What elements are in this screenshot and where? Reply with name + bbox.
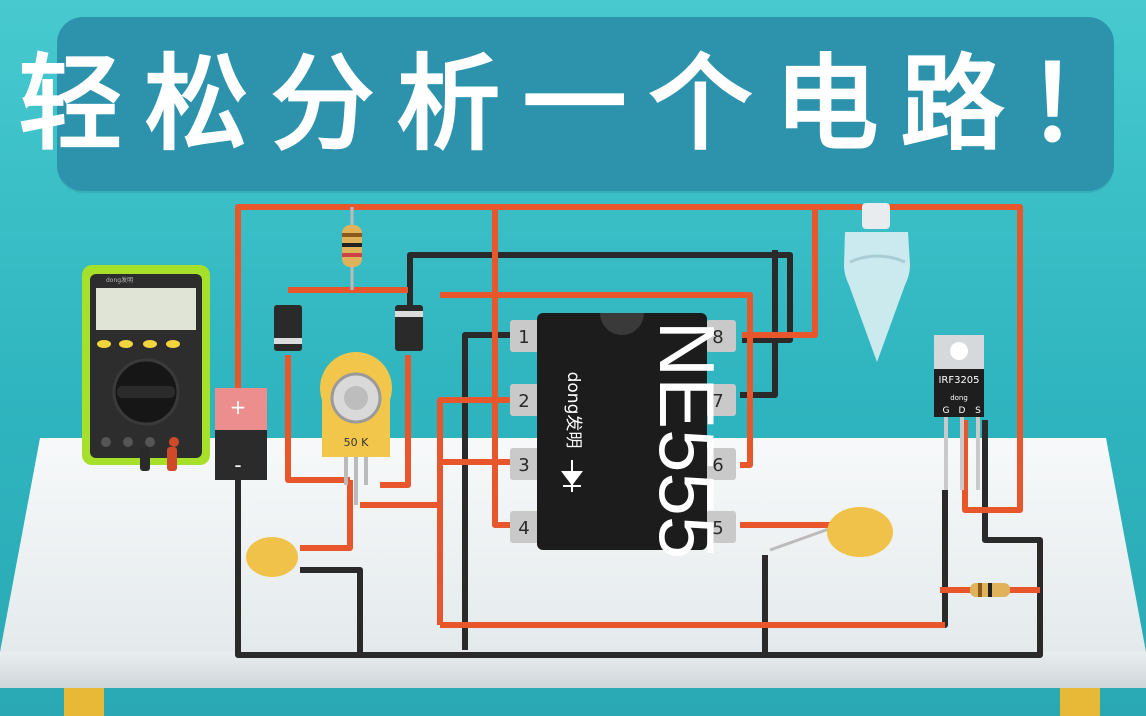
pin3-red-wire — [437, 459, 520, 625]
diode-left — [274, 305, 302, 351]
pin8-red-wire — [742, 207, 818, 338]
cap1-ground-wire — [300, 567, 363, 655]
gate-black-wire — [940, 490, 948, 628]
pin-1-label: 1 — [518, 327, 529, 348]
mosfet-pin-s: S — [975, 406, 981, 416]
mosfet-pin-d: D — [959, 406, 966, 416]
positive-rail-wire — [235, 204, 1023, 513]
mosfet: IRF3205 dong G D S — [934, 335, 984, 490]
table-leg-right — [1060, 688, 1100, 716]
pin-8-label: 8 — [712, 327, 723, 348]
resistor-top — [342, 207, 362, 290]
table-leg-left — [64, 688, 104, 716]
diode-right-wire — [380, 355, 411, 488]
multimeter-brand: dong发明 — [106, 276, 133, 284]
ground-rail-wire — [235, 420, 1043, 658]
title-banner: 轻松分析一个电路！ — [19, 17, 1131, 191]
diode-right — [395, 305, 423, 351]
pot-cap-wire — [300, 480, 353, 551]
pin1-black-wire — [462, 332, 520, 400]
pin-4-label: 4 — [518, 518, 529, 539]
battery-minus: - — [234, 453, 241, 477]
pin-6-label: 6 — [712, 455, 723, 476]
multimeter: dong发明 — [82, 265, 210, 471]
potentiometer: 50 K — [320, 352, 392, 505]
pot-label: 50 K — [344, 436, 369, 449]
resistor-gate — [970, 583, 1010, 597]
pin-5-label: 5 — [712, 518, 723, 539]
pin6-red-wire — [440, 292, 753, 468]
pin2-red-wire — [360, 397, 520, 508]
pin7-black-wire — [740, 250, 778, 398]
mosfet-pin-g: G — [943, 406, 950, 416]
chip-pins-left — [510, 320, 540, 543]
red-wires — [235, 204, 1040, 628]
pin-3-label: 3 — [518, 455, 529, 476]
light-bulb — [844, 203, 910, 362]
pin-2-label: 2 — [518, 391, 529, 412]
capacitor-left — [246, 537, 298, 577]
chip-brand: dong发明 — [563, 372, 583, 449]
mosfet-brand: dong — [950, 394, 968, 402]
mosfet-part: IRF3205 — [938, 375, 979, 386]
ne555-chip: 1 2 3 4 8 7 6 5 NE555 dong发明 — [510, 313, 736, 559]
diode-symbol-icon — [561, 460, 583, 492]
multimeter-buttons — [97, 340, 180, 348]
pin-7-label: 7 — [712, 391, 723, 412]
diode-left-wire — [285, 355, 350, 483]
chip-pins-right — [706, 320, 736, 543]
chip-name: NE555 — [643, 321, 731, 560]
battery: + - — [215, 388, 267, 480]
capacitor-right — [769, 507, 893, 557]
battery-plus: + — [230, 395, 247, 419]
page-title: 轻松分析一个电路！ — [18, 43, 1146, 165]
